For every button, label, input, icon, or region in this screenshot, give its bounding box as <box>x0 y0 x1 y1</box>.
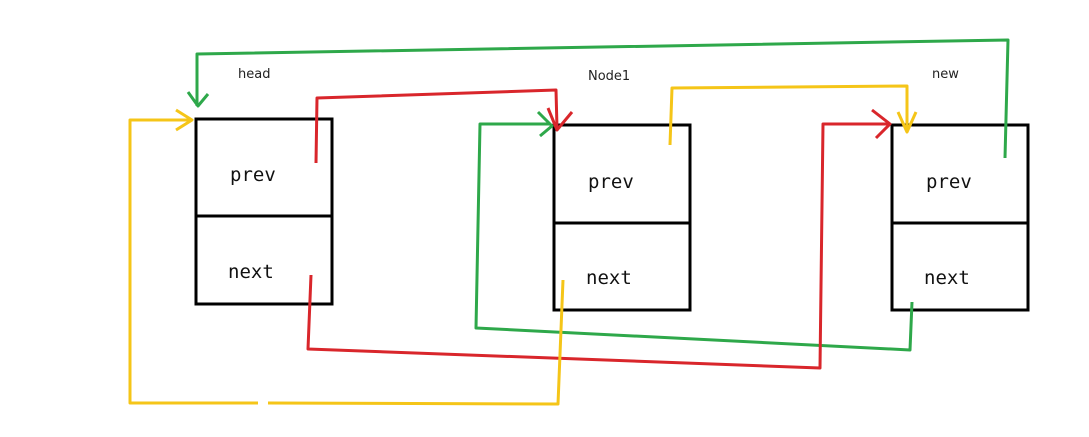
node-node1: Node1 prev next <box>552 69 692 312</box>
node-head: head prev next <box>194 67 334 306</box>
yellow-arrow-node1-prev-to-new <box>668 84 909 146</box>
next-field: next <box>586 267 632 289</box>
node-box <box>552 123 692 312</box>
arrowhead-icon <box>175 108 194 132</box>
arrowhead-icon <box>896 111 918 134</box>
green-arrow-new-next-to-node1 <box>474 122 914 352</box>
prev-field: prev <box>926 171 972 193</box>
yellow-arrow-to-head <box>128 118 258 405</box>
next-field: next <box>228 261 274 283</box>
node-label: Node1 <box>588 69 630 84</box>
prev-field: prev <box>230 164 276 186</box>
arrowhead-icon <box>186 91 210 108</box>
arrowhead-icon <box>536 110 554 138</box>
prev-field: prev <box>588 171 634 193</box>
yellow-arrow-node1-next-to-head <box>267 279 565 406</box>
arrowhead-icon <box>546 107 574 132</box>
node-box <box>194 117 334 306</box>
arrowhead-icon <box>871 108 892 140</box>
node-label: head <box>238 67 270 82</box>
node-label: new <box>932 67 959 82</box>
next-field: next <box>924 267 970 289</box>
red-arrow-head-next-to-new <box>306 122 888 370</box>
green-arrow-new-prev-to-head <box>195 38 1010 159</box>
red-arrow-head-prev-to-node1 <box>314 88 559 164</box>
